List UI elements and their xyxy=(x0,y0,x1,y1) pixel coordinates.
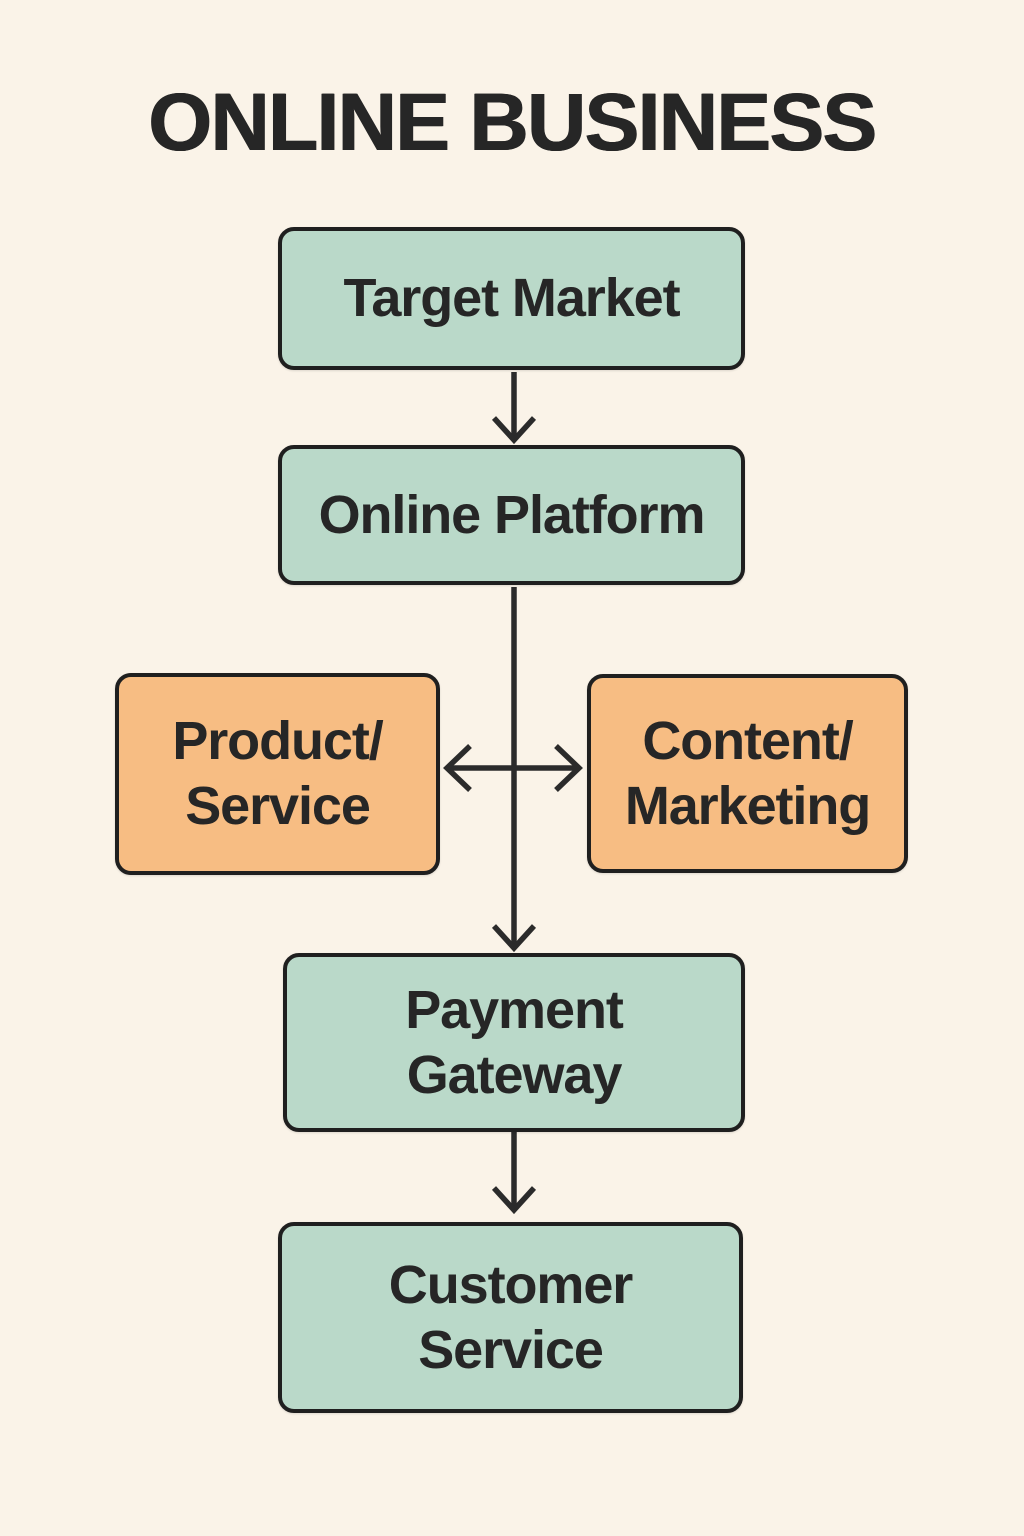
node-label: Product/ xyxy=(172,711,383,772)
node-label: Content/ xyxy=(642,710,853,771)
node-label: Marketing xyxy=(624,775,871,836)
arrow-down-icon xyxy=(491,924,537,953)
node-online-platform: Online Platform xyxy=(278,445,745,585)
node-label: Service xyxy=(418,1319,604,1380)
node-label: Online Platform xyxy=(318,484,706,545)
node-product-service: Product/ Service xyxy=(115,673,440,875)
node-payment-gateway: Payment Gateway xyxy=(283,953,745,1132)
node-customer-service: Customer Service xyxy=(278,1222,743,1413)
arrow-right-icon xyxy=(554,744,583,792)
arrow-down-icon xyxy=(491,416,537,445)
node-label: Service xyxy=(185,776,371,836)
page-title: ONLINE BUSINESS xyxy=(148,77,877,168)
arrow-down-icon xyxy=(491,1186,537,1215)
node-label: Payment xyxy=(405,979,624,1040)
node-target-market: Target Market xyxy=(278,227,745,370)
node-label: Customer xyxy=(388,1254,633,1315)
arrow-left-icon xyxy=(443,744,472,792)
node-label: Target Market xyxy=(343,268,680,329)
node-label: Gateway xyxy=(406,1044,623,1105)
node-content-marketing: Content/ Marketing xyxy=(587,674,908,873)
